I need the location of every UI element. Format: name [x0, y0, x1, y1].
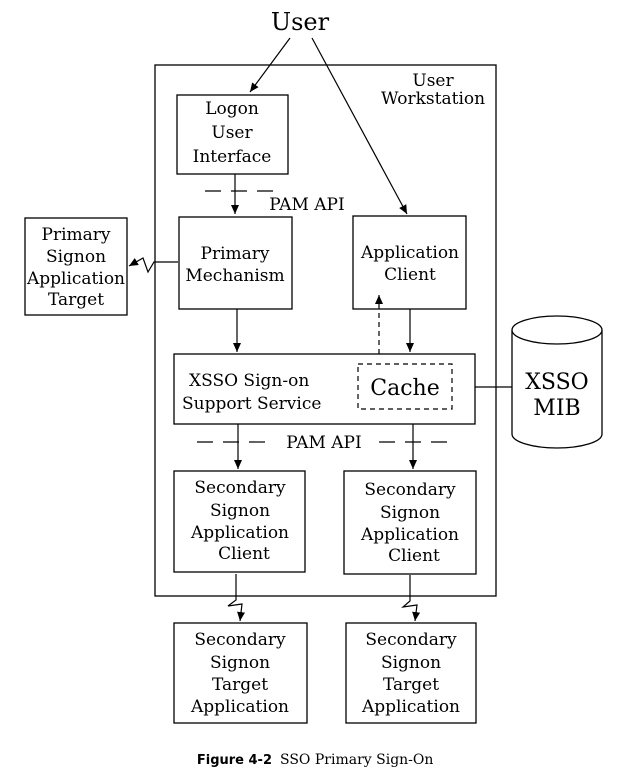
primary-target-line2: Signon: [46, 247, 106, 267]
secondary-client-1-line1: Secondary: [194, 478, 286, 498]
secondary-client-2-line1: Secondary: [364, 480, 456, 500]
secondary-target-1-line4: Application: [190, 697, 289, 717]
cache-label: Cache: [370, 376, 439, 401]
application-client-line2: Client: [384, 265, 436, 285]
user-to-app-client-arrow: [311, 37, 408, 215]
user-workstation-boundary: [154, 64, 497, 597]
primary-mechanism-line2: Mechanism: [185, 266, 284, 286]
primary-target-line4: Target: [48, 290, 104, 310]
secondary-client-1-line4: Client: [218, 544, 270, 564]
secondary-target-1-line1: Secondary: [194, 630, 286, 650]
cache-box: [357, 363, 453, 410]
secondary-target-2-line2: Signon: [381, 653, 441, 673]
primary-target-box: [24, 217, 128, 316]
secondary-client-2-box: [343, 470, 477, 575]
secondary-client-1-line3: Application: [190, 523, 289, 543]
workstation-label-line2: Workstation: [381, 89, 485, 109]
workstation-label-line1: User: [412, 71, 454, 91]
secondary-target-2-line3: Target: [383, 675, 439, 695]
secondary-target-1-line3: Target: [212, 675, 268, 695]
secondary-client-2-line4: Client: [388, 546, 440, 566]
logon-ui-line1: Logon: [205, 99, 259, 119]
secondary-network-link-2: [401, 575, 421, 622]
logon-user-interface-box: [176, 94, 289, 175]
pam-api-top-label: PAM API: [269, 195, 344, 215]
figure-title: SSO Primary Sign-On: [280, 752, 433, 768]
primary-mechanism-line1: Primary: [201, 244, 270, 264]
xsso-mib-line2: MIB: [533, 396, 580, 421]
xsso-service-line2: Support Service: [182, 394, 321, 414]
secondary-target-2-line4: Application: [361, 697, 460, 717]
secondary-client-2-line2: Signon: [380, 503, 440, 523]
user-label: User: [271, 8, 330, 36]
primary-target-line3: Application: [26, 269, 125, 289]
pam-api-bottom-label: PAM API: [286, 433, 361, 453]
figure-number: Figure 4-2: [197, 753, 272, 768]
application-client-box: [352, 215, 467, 310]
logon-ui-line3: Interface: [193, 147, 272, 167]
primary-network-link: [128, 257, 178, 274]
xsso-mib-cylinder: [511, 315, 603, 449]
primary-mechanism-box: [178, 216, 293, 310]
logon-ui-line2: User: [211, 123, 253, 143]
user-to-logon-arrow: [249, 37, 291, 93]
secondary-target-1-box: [173, 622, 308, 724]
secondary-client-1-line2: Signon: [210, 501, 270, 521]
secondary-network-link-1: [227, 574, 246, 622]
secondary-target-2-box: [345, 622, 477, 724]
secondary-target-1-line2: Signon: [210, 653, 270, 673]
xsso-service-line1: XSSO Sign-on: [189, 371, 309, 391]
secondary-target-2-line1: Secondary: [365, 630, 457, 650]
application-client-line1: Application: [360, 243, 459, 263]
secondary-client-1-box: [173, 470, 306, 573]
secondary-client-2-line3: Application: [360, 525, 459, 545]
xsso-mib-line1: XSSO: [525, 370, 588, 395]
primary-target-line1: Primary: [42, 225, 111, 245]
